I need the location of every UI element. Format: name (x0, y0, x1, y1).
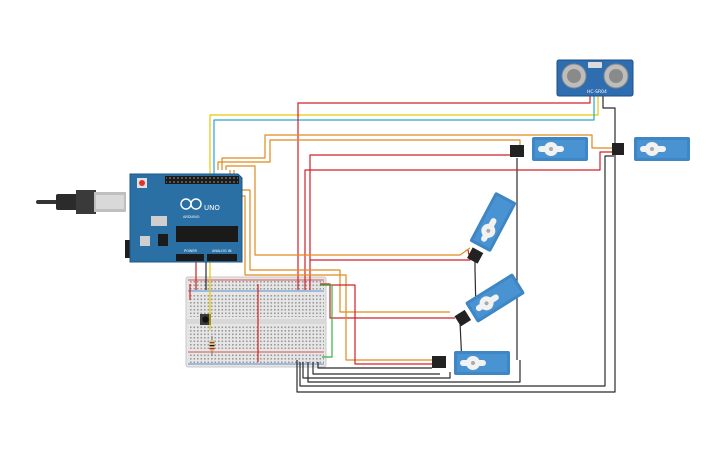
wire-orange-servo3 (225, 165, 471, 256)
resistor (209, 336, 215, 356)
wire-orange-servo1 (217, 139, 521, 170)
ultrasonic-sensor[interactable]: HC-SR04 (556, 59, 634, 97)
wire-orange-servo2 (221, 134, 615, 170)
wire-black-gnd (296, 96, 616, 393)
wire-red-vcc (297, 96, 591, 290)
servo-motor-4[interactable] (451, 273, 525, 332)
breadboard[interactable] (185, 276, 327, 368)
wire-black-bus-1 (302, 362, 451, 379)
sensor-label: HC-SR04 (587, 89, 607, 95)
board-brand: ARDUINO (183, 215, 200, 219)
board-model: UNO (204, 204, 220, 212)
wire-red-servo1 (309, 154, 515, 290)
servo-motor-1[interactable] (510, 137, 588, 161)
wire-black-servo2 (299, 155, 614, 387)
wire-red-servo5 (320, 284, 432, 365)
servo-motor-3[interactable] (462, 192, 517, 267)
analog-header-label: ANALOG IN (212, 249, 232, 253)
arduino-uno[interactable]: UNO ARDUINO POWER ANALOG IN (36, 173, 243, 263)
wire-green (320, 284, 333, 358)
wire-cyan-trig (213, 96, 595, 175)
wire-red-servo2 (304, 151, 615, 290)
push-button[interactable] (200, 314, 211, 325)
wires (189, 96, 616, 393)
wire-black-bus-2 (307, 360, 521, 383)
power-header-label: POWER (184, 249, 198, 253)
wire-red-servo3 (310, 249, 471, 261)
wire-black-servo5 (317, 362, 432, 369)
servo-motor-5[interactable] (432, 351, 510, 375)
arduino-logo (180, 198, 202, 210)
wire-red-servo4 (320, 283, 455, 319)
usb-cable (36, 190, 126, 214)
servo-motor-2[interactable] (612, 137, 690, 161)
wire-black-bus-3 (312, 362, 440, 375)
